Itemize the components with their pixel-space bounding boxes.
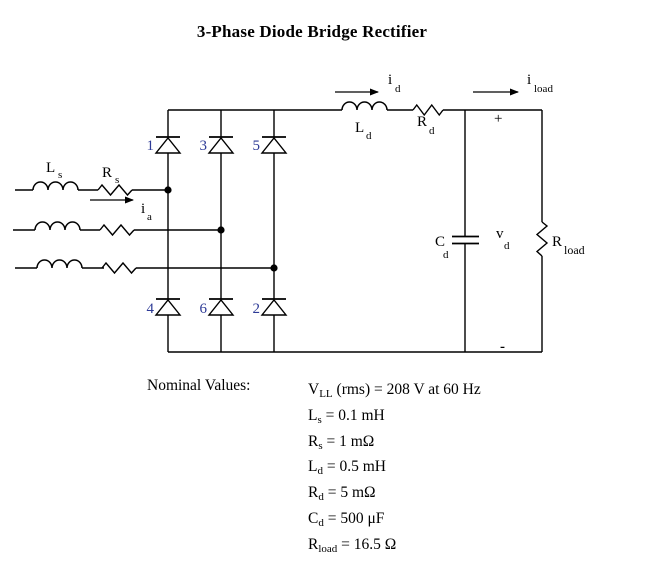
inductor-ls-phase-b [34,221,81,231]
label-minus: - [500,339,505,355]
junction-dots [164,186,278,272]
label-rd-sub: d [429,125,435,137]
nominal-values-heading: Nominal Values: [147,377,251,394]
label-ia: i [141,201,145,217]
label-plus: + [494,111,502,127]
inductor-ls-phase-a [32,181,79,191]
diode-3-symbol [207,136,235,154]
label-rs: R [102,165,112,181]
inductor-ls-phase-c [36,259,83,269]
label-rs-sub: s [115,174,119,186]
label-ia-sub: a [147,211,152,223]
diode-3-number: 3 [200,138,208,154]
inductors [32,101,388,269]
nominal-line-rd: Rd = 5 mΩ [308,484,376,504]
resistor-rs-phase-c [101,261,137,275]
diode-6-symbol [207,298,235,316]
label-ls-sub: s [58,169,62,181]
diode-4-symbol [154,298,182,316]
label-iload-sub: load [534,83,553,95]
resistor-rload [535,221,549,257]
nominal-line-vll: VLL (rms) = 208 V at 60 Hz [308,381,481,400]
diode-5-symbol [260,136,288,154]
nominal-line-ls: Ls = 0.1 mH [308,406,385,426]
nominal-line-ld: Ld = 0.5 mH [308,458,386,478]
diode-6-number: 6 [200,301,208,317]
inductor-ld [341,101,388,111]
resistor-rd [412,103,444,117]
nominal-values-list: VLL (rms) = 208 V at 60 Hz Ls = 0.1 mH R… [308,377,481,558]
diode-5-number: 5 [253,138,261,154]
junction-dot-phase-a [164,186,172,194]
nominal-line-cd: Cd = 500 μF [308,509,385,529]
diode-symbols [154,136,288,316]
label-iload: i [527,72,531,88]
nominal-line-rs: Rs = 1 mΩ [308,432,375,452]
junction-dot-phase-b [217,226,225,234]
resistors [97,103,549,275]
diode-1-symbol [154,136,182,154]
resistor-rs-phase-b [99,223,135,237]
wires [13,109,543,353]
resistor-rs-phase-a [97,183,133,197]
label-rd: R [417,114,427,130]
label-cd: C [435,234,445,250]
label-rload: R [552,234,562,250]
label-cd-sub: d [443,249,449,261]
label-vd-sub: d [504,240,510,252]
circuit-labels: 1 3 5 4 6 2 L s R s i a i d L d R d i lo… [46,72,585,355]
current-arrows [90,88,519,204]
label-id: i [388,72,392,88]
diode-1-number: 1 [147,138,155,154]
capacitor-cd-symbol [452,235,479,245]
label-ls: L [46,160,55,176]
diode-4-number: 4 [147,301,155,317]
label-id-sub: d [395,83,401,95]
page-title: 3-Phase Diode Bridge Rectifier [196,22,428,41]
diode-2-number: 2 [253,301,261,317]
label-ld: L [355,120,364,136]
nominal-line-rload: Rload = 16.5 Ω [308,535,397,555]
junction-dot-phase-c [270,264,278,272]
label-ld-sub: d [366,130,372,142]
label-rload-sub: load [564,243,585,257]
diode-2-symbol [260,298,288,316]
label-vd: v [496,226,504,242]
